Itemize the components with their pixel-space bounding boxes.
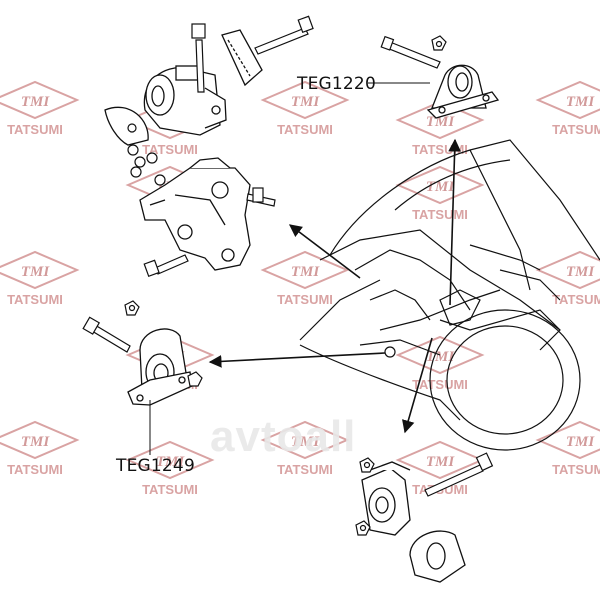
watermark-logo-text: TMI	[291, 94, 321, 110]
watermark-brand-text: TATSUMI	[412, 207, 468, 222]
watermark-tile: TMI TATSUMI	[0, 80, 80, 137]
watermark-logo-text: TMI	[156, 454, 186, 470]
watermark-diamond-icon	[535, 420, 600, 460]
pointer-arrows	[208, 138, 462, 434]
watermark-brand-text: TATSUMI	[552, 122, 600, 137]
watermark-logo-text: TMI	[426, 114, 456, 130]
part-label-teg1249: TEG1249	[116, 456, 195, 476]
bolt-icon	[82, 316, 131, 353]
watermark-brand-text: TATSUMI	[142, 482, 198, 497]
watermark-brand-text: TATSUMI	[142, 142, 198, 157]
watermark-tile: TMI TATSUMI	[260, 420, 350, 477]
bolt-icon	[191, 15, 314, 93]
arrow-to-bracket	[288, 224, 361, 279]
label-leaders	[149, 82, 430, 455]
watermark-brand-text: TATSUMI	[412, 377, 468, 392]
engine-mount-icon	[139, 157, 251, 271]
watermark-brand-text: TATSUMI	[552, 292, 600, 307]
watermark-diamond-icon	[260, 250, 350, 290]
arrow-to-top-mount	[448, 138, 462, 306]
watermark-tile: TMI TATSUMI	[0, 250, 80, 307]
watermark-brand-text: TATSUMI	[7, 292, 63, 307]
watermark-diamond-icon	[395, 335, 485, 375]
watermark-logo-text: TMI	[21, 94, 51, 110]
bolt-icon	[424, 452, 494, 497]
watermark-tile: TMI TATSUMI	[395, 165, 485, 222]
watermark-logo-text: TMI	[426, 179, 456, 195]
nut-icon	[431, 35, 447, 51]
watermark-logo-text: TMI	[21, 434, 51, 450]
watermark-brand-text: TATSUMI	[277, 292, 333, 307]
watermark-tile: TMI TATSUMI	[260, 80, 350, 137]
arrow-to-bottom-mount	[402, 337, 433, 434]
watermark-diamond-icon	[0, 420, 80, 460]
watermark-diamond-icon	[535, 250, 600, 290]
watermark-logo-text: TMI	[21, 264, 51, 280]
engine-mount-icon	[127, 328, 193, 406]
watermark-logo-text: TMI	[566, 94, 596, 110]
watermark-tile: TMI TATSUMI	[125, 440, 215, 497]
engine-mount-icon	[361, 461, 466, 583]
part-label-teg1220: TEG1220	[297, 74, 376, 94]
watermark-diamond-icon	[125, 440, 215, 480]
watermark-diamond-icon	[395, 165, 485, 205]
watermark-tile: TMI TATSUMI	[0, 420, 80, 477]
nut-icon	[355, 457, 375, 536]
bolt-icon	[380, 35, 441, 69]
arrow-to-left-mount	[208, 352, 386, 368]
watermark-brand-text: TATSUMI	[277, 122, 333, 137]
watermark-brand-text: TATSUMI	[7, 462, 63, 477]
watermark-tile: TMI TATSUMI	[535, 420, 600, 477]
car-front-icon	[299, 139, 600, 451]
nut-icon	[127, 123, 166, 186]
watermark-tile: TMI TATSUMI	[260, 250, 350, 307]
watermark-brand-text: TATSUMI	[412, 142, 468, 157]
engine-mount-icon	[426, 64, 500, 119]
bolt-icon	[143, 187, 276, 278]
watermark-brand-text: TATSUMI	[7, 122, 63, 137]
nut-icon	[124, 300, 203, 387]
watermark-diamond-icon	[535, 80, 600, 120]
watermark-logo-text: TMI	[566, 264, 596, 280]
watermark-brand-text: TATSUMI	[552, 462, 600, 477]
watermark-logo-text: TMI	[291, 434, 321, 450]
watermark-brand-text: TATSUMI	[277, 462, 333, 477]
watermark-diamond-icon	[260, 80, 350, 120]
watermark-diamond-icon	[395, 100, 485, 140]
watermark-diamond-icon	[260, 420, 350, 460]
watermark-diamond-icon	[0, 250, 80, 290]
watermark-logo-text: TMI	[566, 434, 596, 450]
watermark-tile: TMI TATSUMI	[535, 80, 600, 137]
watermark-logo-text: TMI	[291, 264, 321, 280]
watermark-diamond-icon	[0, 80, 80, 120]
brand-watermark: avtoall	[210, 412, 357, 461]
watermark-logo-text: TMI	[426, 454, 456, 470]
watermark-tile: TMI TATSUMI	[535, 250, 600, 307]
